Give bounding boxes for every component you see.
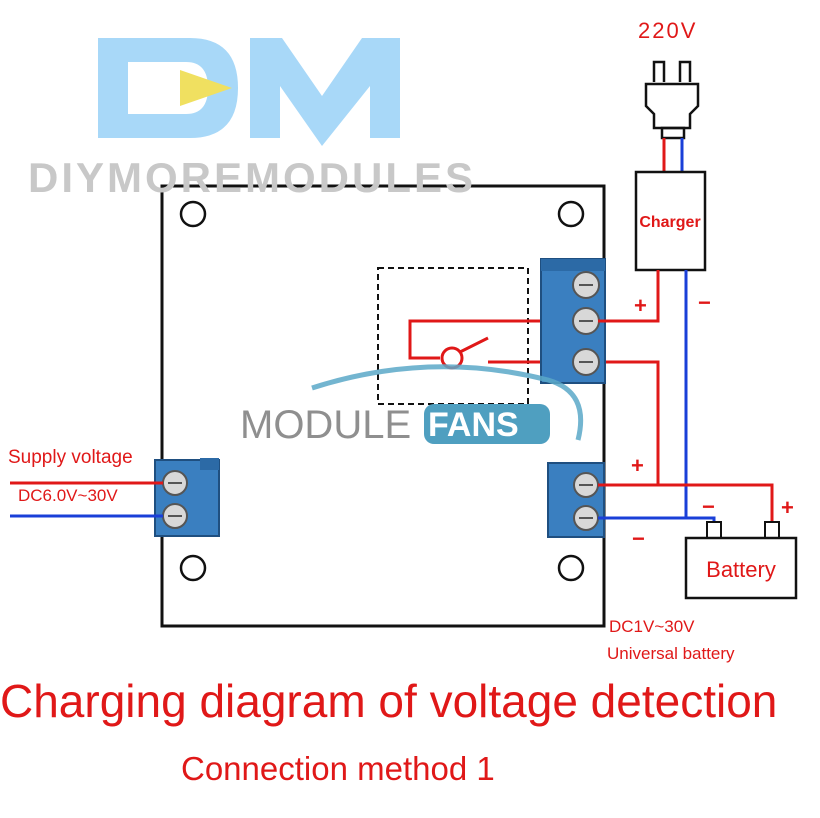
supply-voltage-label: Supply voltage [8, 447, 133, 468]
watermark-swoosh [311, 364, 584, 441]
diagram-subtitle: Connection method 1 [181, 750, 495, 787]
relay-switch-icon [408, 319, 660, 484]
battery-plus-sign: + [781, 495, 794, 520]
battery-range-label: DC1V~30V [609, 617, 695, 636]
battery-minus-sign: − [702, 494, 715, 519]
charger-label: Charger [639, 214, 700, 231]
battery-label: Battery [706, 557, 776, 582]
battery-positive-wire [598, 483, 774, 524]
watermark-module-text: MODULE [240, 403, 412, 447]
battery-terminal-block [547, 462, 605, 538]
battery-icon [684, 521, 798, 600]
battery-negative-wire [598, 516, 716, 524]
charger-minus-sign: − [698, 290, 711, 315]
charger-plus-sign: + [634, 293, 647, 318]
battery-type-label: Universal battery [607, 644, 735, 663]
power-plug-icon [644, 60, 700, 140]
battery-terminal-plus-sign: + [631, 453, 644, 478]
mounting-hole [557, 554, 585, 582]
charger-positive-wire [598, 270, 660, 323]
supply-range-label: DC6.0V~30V [18, 486, 118, 505]
mounting-hole [557, 200, 585, 228]
mounting-hole [179, 554, 207, 582]
brand-logo-icon [98, 38, 400, 146]
watermark-fans-text: FANS [428, 406, 519, 444]
battery-terminal-minus-sign: − [632, 526, 645, 551]
diagram-title: Charging diagram of voltage detection [0, 675, 778, 727]
charger-box [634, 170, 707, 272]
watermark-fans-bg [424, 404, 550, 444]
supply-terminal-block [154, 458, 220, 537]
brand-name: DIYMOREMODULES [28, 154, 477, 201]
mains-voltage-label: 220V [638, 18, 698, 43]
relay-terminal-block [540, 258, 606, 384]
mounting-hole [179, 200, 207, 228]
